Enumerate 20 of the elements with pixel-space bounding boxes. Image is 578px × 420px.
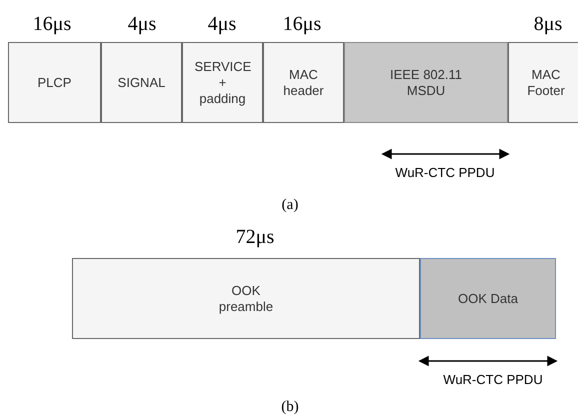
duration-label: 16μs	[282, 13, 322, 36]
field-name: PLCP	[38, 74, 72, 90]
field-name: OOK Data	[458, 290, 518, 306]
duration-label: 16μs	[32, 13, 72, 36]
duration-label: 72μs	[236, 226, 274, 249]
field-box	[420, 258, 556, 339]
span-label: WuR-CTC PPDU	[443, 372, 543, 387]
field-box	[344, 42, 508, 123]
duration-label: 4μs	[208, 13, 236, 36]
field-name: MAC header	[282, 66, 325, 98]
span-label: WuR-CTC PPDU	[395, 165, 495, 180]
duration-label: 8μs	[534, 13, 562, 36]
field-name: SIGNAL	[118, 74, 166, 90]
duration-label: 4μs	[128, 13, 156, 36]
field-name: OOK preamble	[218, 282, 274, 314]
field-name: SERVICE + padding	[194, 58, 250, 106]
subfigure-caption: (a)	[282, 197, 298, 214]
field-name: MAC Footer	[526, 66, 566, 98]
field-name: IEEE 802.11 MSDU	[388, 66, 464, 98]
subfigure-caption: (b)	[281, 399, 299, 416]
